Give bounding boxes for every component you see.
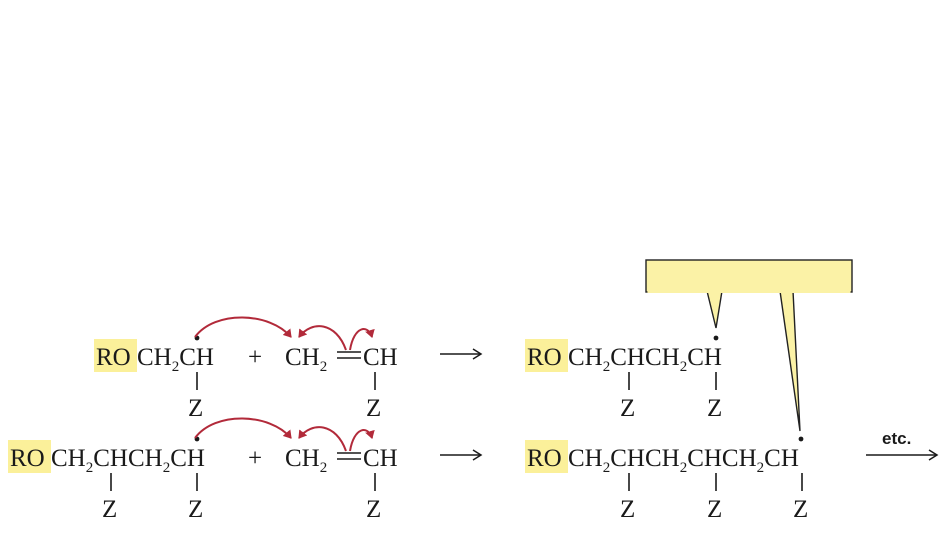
row2-monomer: CH2 CH Z	[285, 445, 398, 523]
ro-group: RO	[96, 344, 131, 371]
plus-sign: +	[248, 445, 262, 472]
row2-electron-arrows	[194, 417, 375, 452]
substituent-z: Z	[188, 395, 203, 422]
plus-sign: +	[248, 344, 262, 371]
etc-arrow: etc.	[866, 429, 939, 461]
svg-text:CH2CH: CH2CH	[137, 344, 214, 375]
svg-text:CH2CHCH2CH: CH2CHCH2CH	[568, 344, 722, 375]
ro-group: RO	[527, 445, 562, 472]
svg-text:CH2CHCH2CH: CH2CHCH2CH	[51, 445, 205, 476]
svg-text:CH: CH	[363, 445, 398, 472]
svg-text:Z: Z	[188, 496, 203, 523]
row1-electron-arrows	[194, 316, 375, 351]
svg-text:Z: Z	[366, 496, 381, 523]
row1-product: RO CH2CHCH2CH Z Z	[525, 335, 722, 422]
svg-text:CH2: CH2	[285, 445, 327, 476]
svg-text:CH: CH	[363, 344, 398, 371]
ro-group: RO	[10, 445, 45, 472]
substituent-z: Z	[366, 395, 381, 422]
row1-radical: RO CH2CH Z	[94, 335, 214, 422]
radical-dot	[713, 335, 719, 341]
row2-product: RO CH2CHCH2CHCH2CH Z Z Z	[525, 436, 808, 523]
svg-text:CH2: CH2	[285, 344, 327, 375]
etc-label: etc.	[882, 429, 911, 448]
callout-box	[645, 259, 853, 432]
svg-text:Z: Z	[707, 496, 722, 523]
row1-monomer: CH2 CH Z	[285, 344, 398, 422]
svg-text:CH2CHCH2CHCH2CH: CH2CHCH2CHCH2CH	[568, 445, 799, 476]
svg-text:Z: Z	[620, 496, 635, 523]
svg-text:Z: Z	[620, 395, 635, 422]
ro-group: RO	[527, 344, 562, 371]
svg-text:Z: Z	[707, 395, 722, 422]
svg-text:Z: Z	[102, 496, 117, 523]
ro-highlight	[94, 339, 137, 372]
radical-dot	[798, 436, 804, 442]
row2-radical: RO CH2CHCH2CH Z Z	[8, 436, 205, 523]
svg-text:Z: Z	[793, 496, 808, 523]
